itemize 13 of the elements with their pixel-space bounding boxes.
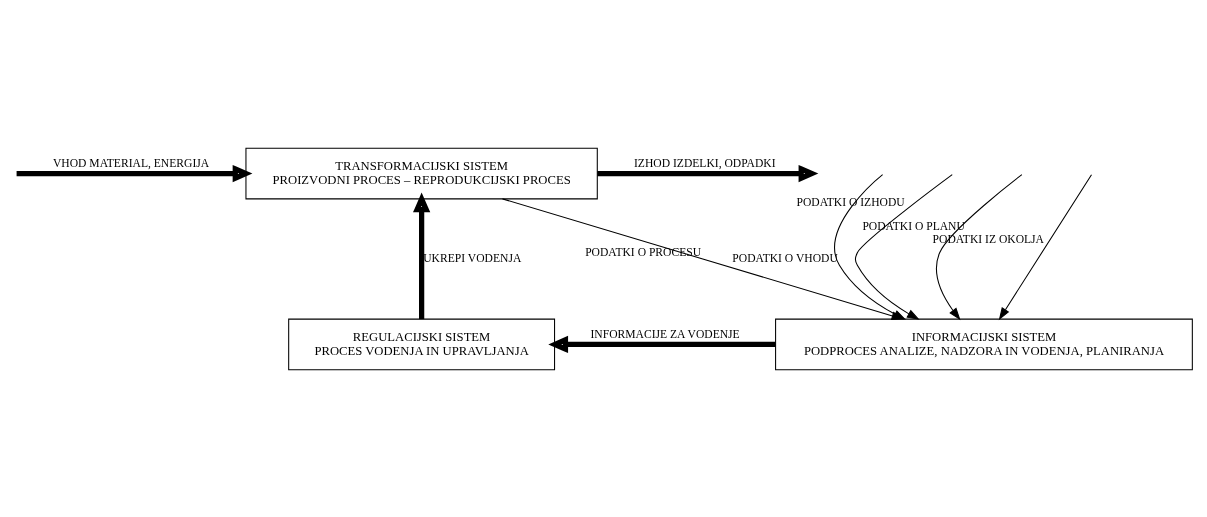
edge-label: VHOD MATERIAL, ENERGIJA [52, 156, 210, 170]
arrow [998, 173, 1093, 320]
arrow [16, 164, 253, 182]
arrow [597, 164, 819, 182]
node-box: INFORMACIJSKI SISTEM PODPROCES ANALIZE, NADZORA IN VODENJA, PLANIRANJA [775, 318, 1193, 370]
arrow [935, 173, 1023, 320]
edge-label: IZHOD IZDELKI, ODPADKI [634, 156, 776, 170]
arrow [412, 192, 431, 319]
edge-label: UKREPI VODENJA [423, 251, 522, 265]
node-box: TRANSFORMACIJSKI SISTEM PROIZVODNI PROCES – REPRODUKCIJSKI PROCES [245, 147, 598, 199]
node-box: REGULACIJSKI SISTEM PROCES VODENJA IN UPRAVLJANJA [288, 318, 556, 370]
arrow [548, 335, 776, 353]
edge-label: INFORMACIJE ZA VODENJE [590, 327, 740, 341]
